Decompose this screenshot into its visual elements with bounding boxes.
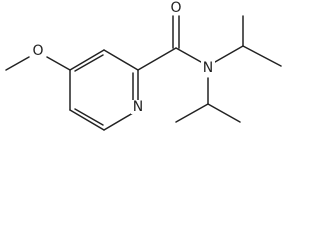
ring-nitrogen-label: N <box>133 99 143 115</box>
bond-methyl-methoxy-oxygen <box>5 56 30 71</box>
bond-ring-to-carbonyl-carbon <box>137 47 177 71</box>
bond-upper-isopropyl-methyl-right <box>242 45 282 67</box>
bond-ring-c4-c3-inner <box>74 54 104 72</box>
bond-carbonyl-carbon-nitrogen <box>175 47 202 63</box>
bond-ring-c4-c3 <box>69 49 105 71</box>
carbonyl-oxygen-mask <box>169 0 183 15</box>
amide-nitrogen-mask <box>201 60 215 77</box>
bond-ring-c6-c5-inner <box>74 108 104 126</box>
amide-nitrogen-label: N <box>203 60 213 76</box>
molecule-structure: O O N N <box>5 0 282 131</box>
atom-labels: O O N N <box>31 0 215 115</box>
bond-ring-c3-c2 <box>103 49 139 71</box>
methoxy-oxygen-mask <box>31 43 45 59</box>
bond-methoxy-oxygen-ring <box>46 56 71 71</box>
carbonyl-oxygen-label: O <box>170 0 181 16</box>
ring-nitrogen-mask <box>131 100 145 114</box>
bonds <box>5 15 282 131</box>
bond-nitrogen-upper-isopropyl <box>214 45 244 63</box>
bond-ring-c6-c5 <box>69 109 105 131</box>
bond-lower-isopropyl-methyl-left <box>175 103 209 123</box>
bond-lower-isopropyl-methyl-right <box>207 103 241 123</box>
methoxy-oxygen-label: O <box>32 43 43 59</box>
